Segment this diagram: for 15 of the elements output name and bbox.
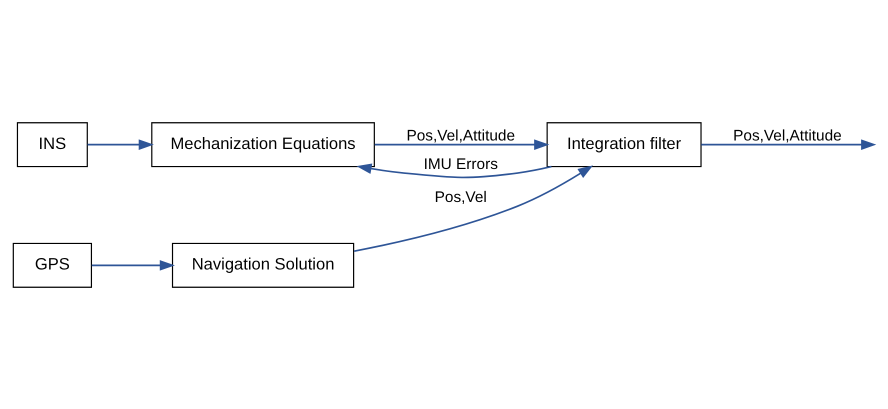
arrow: [92, 260, 175, 270]
node-box: GPS: [12, 242, 92, 288]
edge-label: Pos,Vel: [434, 188, 487, 206]
node-box: Integration filter: [546, 122, 702, 167]
edge-label: Pos,Vel,Attitude: [406, 126, 516, 144]
node-box: Navigation Solution: [172, 242, 354, 288]
edge-label: Pos,Vel,Attitude: [733, 126, 842, 144]
arrow: [356, 162, 552, 178]
arrow: [88, 138, 154, 150]
arrow: [701, 138, 876, 150]
edge-label: IMU Errors: [424, 155, 498, 172]
node-box: Mechanization Equations: [151, 122, 375, 167]
arrow: [354, 164, 594, 252]
arrow: [374, 138, 550, 150]
node-box: INS: [16, 122, 88, 167]
